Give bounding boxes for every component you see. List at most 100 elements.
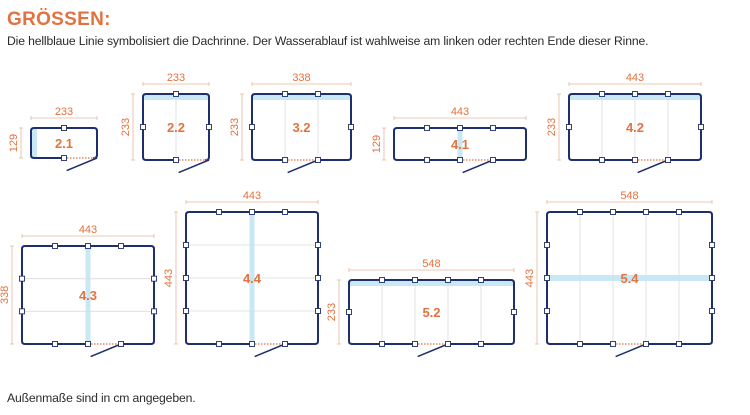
post-marker <box>709 308 715 314</box>
post-marker <box>216 341 222 347</box>
post-marker <box>566 124 572 130</box>
post-marker <box>665 157 671 163</box>
post-marker <box>676 341 682 347</box>
door-leaf-icon <box>254 343 286 358</box>
door-leaf-icon <box>462 159 494 174</box>
floorplan-5-2: 548 233 5.2 <box>326 258 517 358</box>
post-marker <box>118 341 124 347</box>
post-marker <box>282 341 288 347</box>
post-marker <box>85 243 91 249</box>
post-marker <box>544 242 550 248</box>
post-marker <box>379 341 385 347</box>
width-label: 443 <box>79 224 97 236</box>
post-marker <box>643 209 649 215</box>
post-marker <box>315 91 321 97</box>
post-marker <box>315 157 321 163</box>
post-marker <box>544 275 550 281</box>
post-marker <box>216 209 222 215</box>
model-label: 4.2 <box>626 120 644 135</box>
width-label: 443 <box>243 190 261 202</box>
post-marker <box>61 155 67 161</box>
post-marker <box>140 124 146 130</box>
post-marker <box>445 277 451 283</box>
post-marker <box>577 209 583 215</box>
post-marker <box>610 341 616 347</box>
gutter-line <box>457 128 463 160</box>
post-marker <box>577 341 583 347</box>
post-marker <box>282 157 288 163</box>
post-marker <box>118 243 124 249</box>
depth-label: 443 <box>524 269 536 287</box>
post-marker <box>709 275 715 281</box>
depth-label: 129 <box>371 135 383 153</box>
wall-outline <box>251 93 352 161</box>
width-label: 443 <box>451 106 469 118</box>
post-marker <box>457 157 463 163</box>
post-marker <box>19 275 25 282</box>
post-marker <box>665 91 671 97</box>
width-label: 548 <box>422 258 440 270</box>
model-label: 3.2 <box>292 120 310 135</box>
post-marker <box>315 308 321 314</box>
width-label: 338 <box>292 72 310 84</box>
post-marker <box>183 242 189 248</box>
post-marker <box>249 341 255 347</box>
gutter-line <box>349 280 514 286</box>
post-marker <box>61 125 67 131</box>
door-leaf-icon <box>66 157 98 172</box>
post-marker <box>478 277 484 283</box>
post-marker <box>315 275 321 281</box>
post-marker <box>282 209 288 215</box>
width-label: 233 <box>167 72 185 84</box>
post-marker <box>599 157 605 163</box>
post-marker <box>412 341 418 347</box>
post-marker <box>457 125 463 131</box>
door-leaf-icon <box>178 159 210 174</box>
post-marker <box>610 209 616 215</box>
post-marker <box>490 157 496 163</box>
post-marker <box>173 91 179 97</box>
post-marker <box>632 157 638 163</box>
model-label: 5.2 <box>422 305 440 320</box>
post-marker <box>315 242 321 248</box>
post-marker <box>599 91 605 97</box>
model-label: 5.4 <box>620 271 639 286</box>
wall-outline <box>546 211 713 345</box>
gutter-line <box>85 246 91 344</box>
post-marker <box>282 91 288 97</box>
page-title: GRÖSSEN: <box>7 9 111 30</box>
depth-label: 338 <box>0 286 11 304</box>
post-marker <box>183 308 189 314</box>
post-marker <box>478 341 484 347</box>
depth-label: 129 <box>8 134 20 152</box>
door-leaf-icon <box>90 343 122 358</box>
post-marker <box>709 242 715 248</box>
post-marker <box>511 309 517 315</box>
depth-label: 443 <box>163 269 175 287</box>
depth-label: 233 <box>120 118 132 136</box>
wall-outline <box>348 279 515 345</box>
floorplan-4-4: 443 443 4.4 <box>163 190 321 358</box>
post-marker <box>52 341 58 347</box>
post-marker <box>151 275 157 282</box>
door-leaf-icon <box>637 159 669 174</box>
gutter-line <box>31 128 37 158</box>
post-marker <box>183 275 189 281</box>
model-label: 2.2 <box>167 120 185 135</box>
gutter-explanation: Die hellblaue Linie symbolisiert die Dac… <box>7 34 649 48</box>
model-label: 4.4 <box>243 271 262 286</box>
post-marker <box>346 309 352 315</box>
model-label: 2.1 <box>55 136 73 151</box>
post-marker <box>249 209 255 215</box>
post-marker <box>490 125 496 131</box>
post-marker <box>379 277 385 283</box>
post-marker <box>249 124 255 130</box>
post-marker <box>424 125 430 131</box>
post-marker <box>698 124 704 130</box>
depth-label: 233 <box>326 303 338 321</box>
width-label: 233 <box>55 106 73 118</box>
